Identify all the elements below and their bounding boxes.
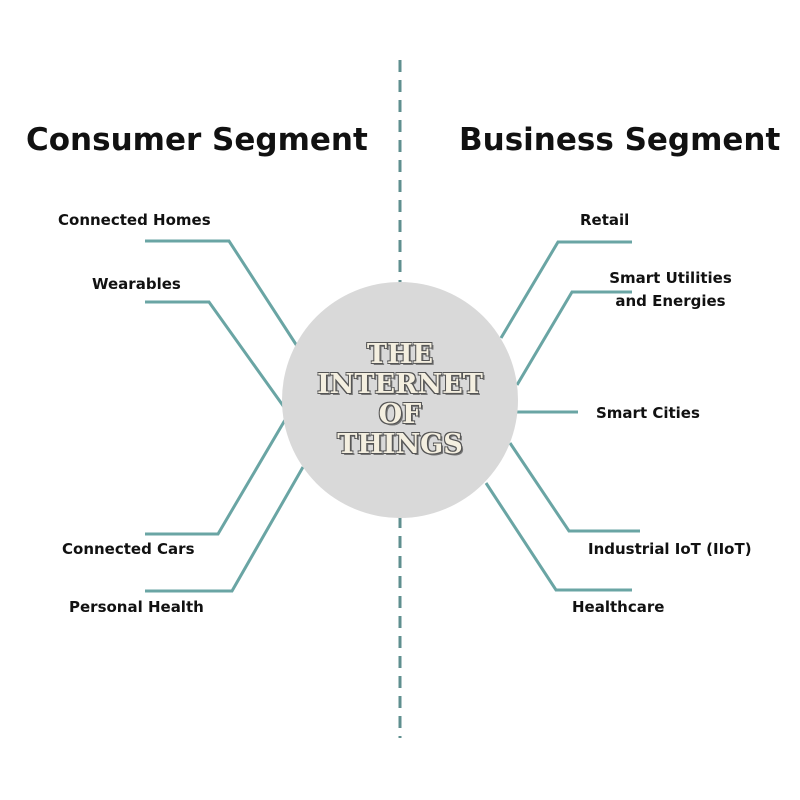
label-smart-utilities: Smart Utilities and Energies	[609, 269, 732, 310]
consumer-segment-heading: Consumer Segment	[26, 122, 368, 158]
label-healthcare: Healthcare	[572, 598, 665, 616]
hub-circle	[282, 282, 518, 518]
hub-title-line: INTERNET	[317, 369, 483, 400]
hub-title: THE INTERNET OF THINGS	[285, 335, 515, 465]
label-connected-homes: Connected Homes	[58, 211, 211, 229]
label-personal-health: Personal Health	[69, 598, 204, 616]
connector-industrial-iot	[508, 442, 640, 533]
label-industrial-iot: Industrial IoT (IIoT)	[588, 540, 752, 558]
business-segment-heading: Business Segment	[459, 122, 781, 158]
connector-smart-utilities	[515, 290, 632, 386]
connector-personal-health	[145, 466, 305, 593]
hub-title-line: THINGS	[337, 429, 463, 460]
connector-healthcare	[484, 482, 632, 592]
connector-retail	[499, 240, 632, 339]
connector-wearables	[145, 300, 286, 408]
connector-connected-homes	[145, 239, 299, 347]
connector-connected-cars	[145, 419, 287, 536]
label-connected-cars: Connected Cars	[62, 540, 195, 558]
hub-title-line: OF	[378, 399, 422, 430]
label-smart-cities: Smart Cities	[596, 404, 700, 422]
hub-title-line: THE	[366, 339, 434, 370]
label-wearables: Wearables	[92, 275, 181, 293]
label-retail: Retail	[580, 211, 630, 229]
